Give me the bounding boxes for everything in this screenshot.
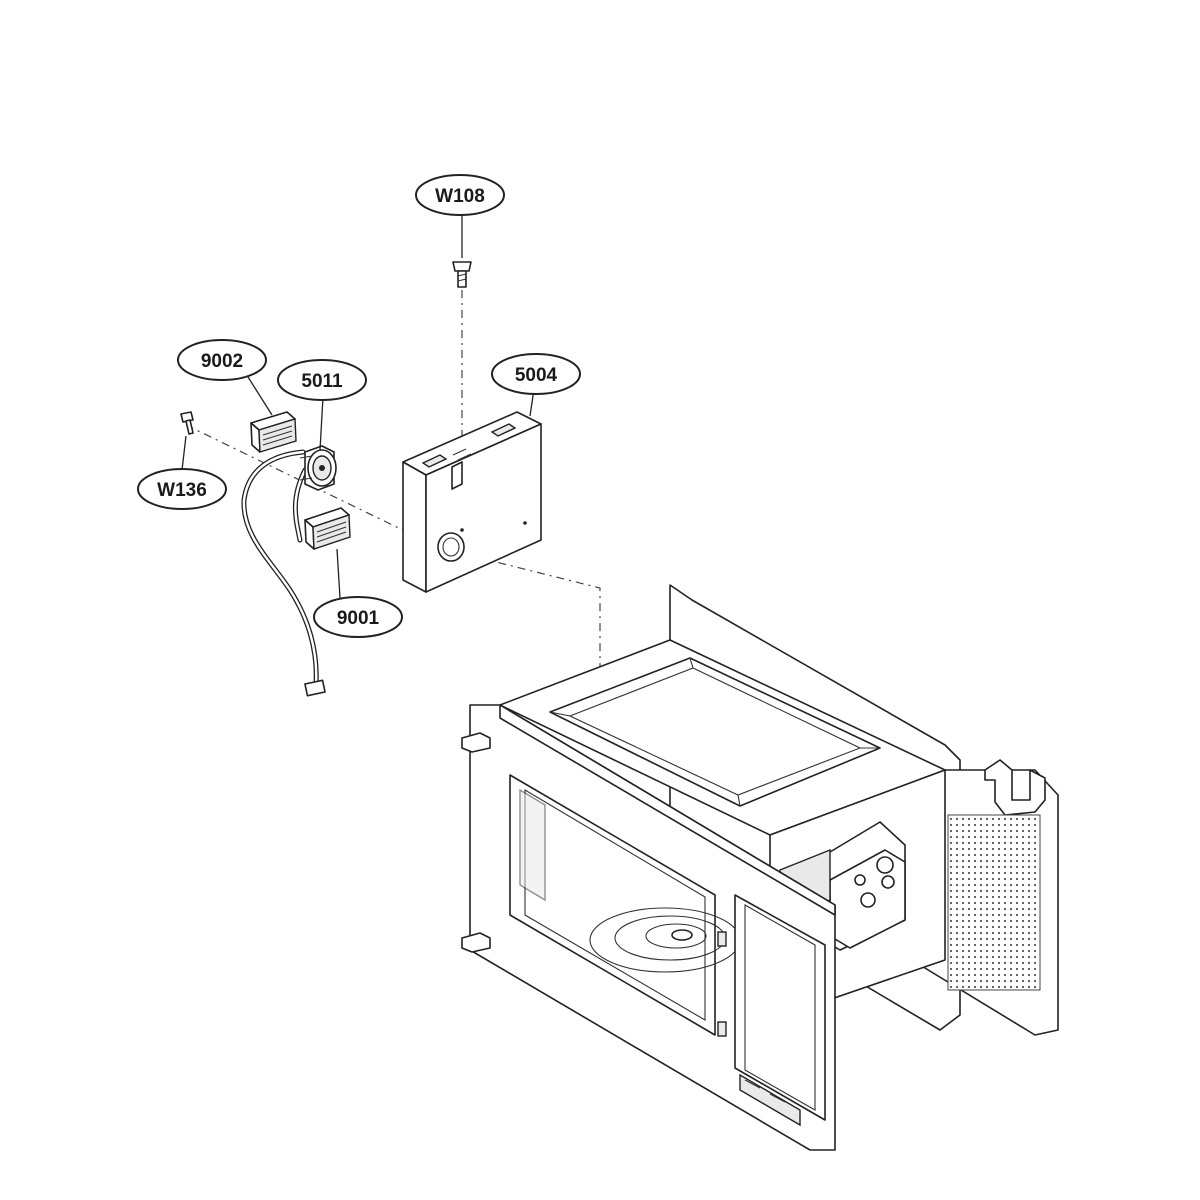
screw-w136[interactable]	[180, 411, 194, 435]
bracket-5004[interactable]	[402, 411, 542, 593]
callout-w108[interactable]: W108	[415, 174, 505, 216]
callout-9001[interactable]: 9001	[313, 596, 403, 638]
front-frame	[461, 704, 836, 1151]
screw-w108[interactable]	[452, 261, 472, 288]
callout-label-w136: W136	[157, 480, 207, 501]
callout-label-5004: 5004	[515, 365, 558, 386]
filter-block-9001[interactable]	[304, 507, 351, 550]
callout-label-w108: W108	[435, 186, 485, 207]
callout-label-9001: 9001	[337, 608, 380, 629]
callout-w136[interactable]: W136	[137, 468, 227, 510]
motor-5011[interactable]	[299, 445, 337, 491]
wire-harness[interactable]	[241, 449, 326, 697]
callout-label-5011: 5011	[301, 371, 343, 392]
callout-9002[interactable]: 9002	[177, 339, 267, 381]
callout-5004[interactable]: 5004	[491, 353, 581, 395]
filter-block-9002[interactable]	[250, 411, 297, 453]
callout-5011[interactable]: 5011	[277, 359, 367, 401]
callout-label-9002: 9002	[201, 351, 243, 372]
